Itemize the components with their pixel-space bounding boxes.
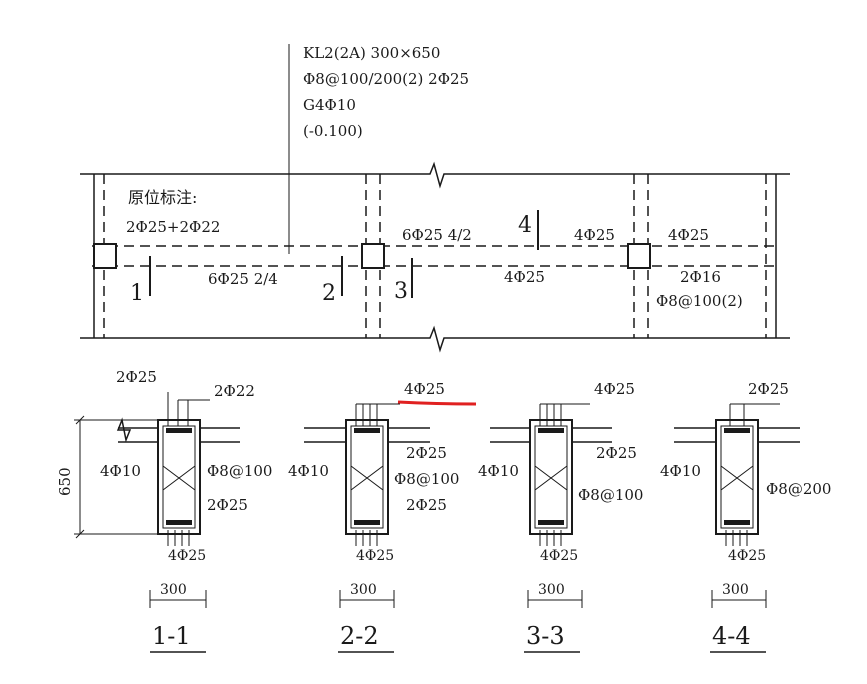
plan-bottom-edge bbox=[80, 325, 790, 353]
bottom-bars-span1: 6Φ25 2/4 bbox=[208, 270, 278, 288]
plan-top-edge bbox=[80, 161, 790, 189]
cut-mark-4-label: 4 bbox=[518, 213, 532, 238]
s3-bottom-bars-label: 4Φ25 bbox=[540, 548, 578, 564]
cantilever-stirrups: Φ8@100(2) bbox=[656, 292, 743, 310]
s1-beam-outline bbox=[157, 419, 201, 535]
cut-mark-3-label: 3 bbox=[394, 279, 408, 304]
s2-bottom-right-bars: 2Φ25 bbox=[406, 496, 447, 514]
s1-bottom-bars-label: 4Φ25 bbox=[168, 548, 206, 564]
s1-bottom-right-bars: 2Φ25 bbox=[207, 496, 248, 514]
s4-stirrup-label: Φ8@200 bbox=[766, 480, 831, 498]
s3-bottom-bars bbox=[538, 520, 564, 525]
s3-tie bbox=[534, 465, 568, 491]
s4-side-bars: 4Φ10 bbox=[660, 462, 701, 480]
beam-note: KL2(2A) 300×650 Φ8@100/200(2) 2Φ25 G4Φ10… bbox=[303, 44, 469, 140]
s1-stirrup-label: Φ8@100 bbox=[207, 462, 272, 480]
s4-stirrup bbox=[720, 425, 754, 529]
s3-width-label: 300 bbox=[538, 582, 565, 598]
column-1 bbox=[93, 243, 117, 269]
s4-tie bbox=[720, 465, 754, 491]
s1-top-left-bars: 2Φ25 bbox=[116, 368, 157, 386]
cut-mark-2-label: 2 bbox=[322, 281, 336, 306]
s3-stirrup-label: Φ8@100 bbox=[578, 486, 643, 504]
top-bars-support-mid: 6Φ25 4/2 bbox=[402, 226, 472, 244]
beam-plan: 1 2 3 4 原位标注: 2Φ25+2Φ22 6Φ25 2/4 6Φ25 4/… bbox=[80, 161, 790, 353]
s2-beam-outline bbox=[345, 419, 389, 535]
s2-stirrup bbox=[350, 425, 384, 529]
s4-top-bars bbox=[724, 428, 750, 433]
s1-title: 1-1 bbox=[152, 622, 191, 650]
s4-top-bars-label: 2Φ25 bbox=[748, 380, 789, 398]
s2-stirrup-label: Φ8@100 bbox=[394, 470, 459, 488]
cantilever-bottom-bars: 2Φ16 bbox=[680, 268, 721, 286]
section-3-3: 4Φ25 2Φ25 4Φ10 Φ8@100 4Φ25 300 3-3 bbox=[478, 380, 643, 653]
s3-side-bars: 4Φ10 bbox=[478, 462, 519, 480]
cut-mark-1-label: 1 bbox=[130, 281, 144, 306]
beam-note-line2: Φ8@100/200(2) 2Φ25 bbox=[303, 70, 469, 88]
s1-tie bbox=[162, 465, 196, 491]
section-4-4: 2Φ25 4Φ10 Φ8@200 4Φ25 300 4-4 bbox=[660, 380, 831, 653]
s2-bottom-bars bbox=[354, 520, 380, 525]
s3-beam-outline bbox=[529, 419, 573, 535]
s3-stirrup bbox=[534, 425, 568, 529]
s2-side-bars: 4Φ10 bbox=[288, 462, 329, 480]
s2-top-right-bars: 2Φ25 bbox=[406, 444, 447, 462]
s1-width-label: 300 bbox=[160, 582, 187, 598]
height-dim-value: 650 bbox=[56, 467, 74, 496]
top-bars-support-right-right: 4Φ25 bbox=[668, 226, 709, 244]
s3-top-right-bars: 2Φ25 bbox=[596, 444, 637, 462]
s2-tie bbox=[350, 465, 384, 491]
beam-note-line1: KL2(2A) 300×650 bbox=[303, 44, 440, 62]
s4-title: 4-4 bbox=[712, 622, 751, 650]
beam-note-line4: (-0.100) bbox=[303, 122, 363, 140]
s2-width-label: 300 bbox=[350, 582, 377, 598]
s1-bottom-bars bbox=[166, 520, 192, 525]
column-2 bbox=[361, 243, 385, 269]
s3-top-bars-label: 4Φ25 bbox=[594, 380, 635, 398]
s1-top-right-bars: 2Φ22 bbox=[214, 382, 255, 400]
s3-top-bars bbox=[538, 428, 564, 433]
section-1-1: 2Φ25 2Φ22 4Φ10 Φ8@100 2Φ25 4Φ25 300 1-1 bbox=[100, 368, 272, 653]
original-annotation-label: 原位标注: bbox=[128, 188, 197, 207]
column-3 bbox=[627, 243, 651, 269]
s1-stirrup bbox=[162, 425, 196, 529]
red-underline-markup bbox=[397, 400, 477, 406]
s4-width-label: 300 bbox=[722, 582, 749, 598]
support-left-top-bars: 2Φ25+2Φ22 bbox=[126, 218, 220, 236]
bottom-bars-span2: 4Φ25 bbox=[504, 268, 545, 286]
section-2-2: 4Φ25 2Φ25 4Φ10 Φ8@100 2Φ25 4Φ25 300 2-2 bbox=[288, 380, 477, 653]
s2-top-bars bbox=[354, 428, 380, 433]
s1-top-bars bbox=[166, 428, 192, 433]
s2-bottom-bars-label: 4Φ25 bbox=[356, 548, 394, 564]
s3-title: 3-3 bbox=[526, 622, 565, 650]
s2-title: 2-2 bbox=[340, 622, 379, 650]
height-dimension: 650 bbox=[56, 415, 160, 539]
beam-note-line3: G4Φ10 bbox=[303, 96, 356, 114]
s1-slab-break bbox=[116, 417, 132, 443]
s4-bottom-bars bbox=[724, 520, 750, 525]
s2-top-bars-label: 4Φ25 bbox=[404, 380, 445, 398]
s1-side-bars: 4Φ10 bbox=[100, 462, 141, 480]
s4-bottom-bars-label: 4Φ25 bbox=[728, 548, 766, 564]
s4-beam-outline bbox=[715, 419, 759, 535]
top-bars-support-right-left: 4Φ25 bbox=[574, 226, 615, 244]
